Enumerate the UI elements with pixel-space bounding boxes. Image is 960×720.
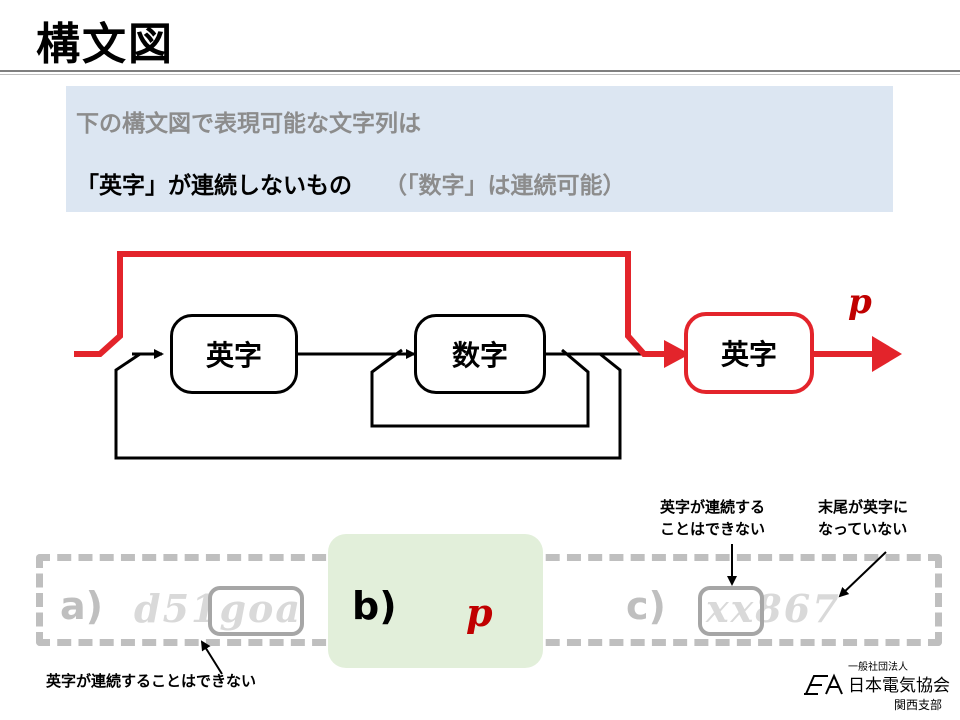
description-note: （「数字」は連続可能） [384,173,626,199]
node-letter-2: 英字 [684,312,814,394]
example-c-mark [698,586,764,636]
annotation-c-ending: 末尾が英字に なっていない [818,498,909,538]
organization-logo: 一般社団法人 日本電気協会 関西支部 [802,658,952,714]
example-b-string: p [466,590,493,635]
page-title: 構文図 [36,19,174,70]
description-box: 下の構文図で表現可能な文字列は 「英字」が連続しないもの （「数字」は連続可能） [66,86,893,212]
path-label-p: p [848,282,872,322]
annotation-c-consecutive: 英字が連続する ことはできない [660,498,766,538]
logo-org-name: 日本電気協会 [848,676,950,696]
logo-org-type: 一般社団法人 [848,662,908,673]
example-a-mark [208,586,304,636]
logo-mark-icon [804,673,843,695]
example-a-label: a) [60,584,104,628]
arrowhead-highlight-in [664,340,690,368]
path-digit-loop [370,348,590,428]
node-digit: 数字 [414,314,546,394]
example-b-highlight [328,534,543,668]
description-condition: 「英字」が連続しないもの [76,173,352,199]
title-divider [0,70,960,72]
node-letter-1: 英字 [170,314,298,394]
example-c-label: c) [626,584,666,628]
arrow-annotation-a [200,640,223,675]
example-c-string: xx867 [706,586,841,631]
example-b-label: b) [352,584,397,628]
arrow-annotation-c-ending [838,551,887,598]
path-highlight [74,251,668,357]
arrowhead-exit [872,336,902,372]
path-outer-loop [114,352,622,460]
logo-branch: 関西支部 [894,698,943,712]
annotation-a: 英字が連続することはできない [46,672,257,690]
title-divider-thin [0,74,960,75]
description-line1: 下の構文図で表現可能な文字列は [76,111,421,137]
description-line2: 「英字」が連続しないもの （「数字」は連続可能） [76,166,626,200]
